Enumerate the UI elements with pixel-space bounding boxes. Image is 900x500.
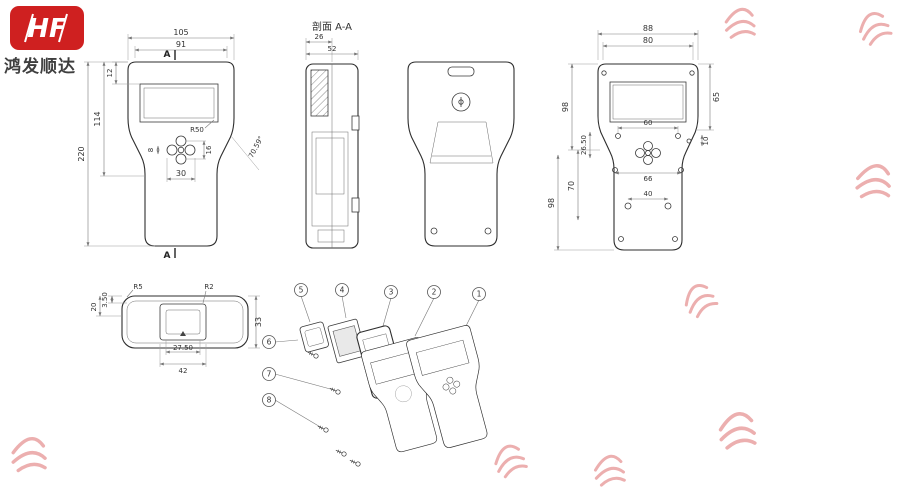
dim-98-upper: 98 <box>561 102 570 112</box>
balloon-1: 1 <box>472 287 486 301</box>
label-r50: R50 <box>190 126 204 134</box>
dim-80: 80 <box>643 36 653 45</box>
balloon-3: 3 <box>384 285 398 299</box>
dim-12: 12 <box>106 69 114 78</box>
section-view: 剖面 A-A 26 52 <box>305 20 360 249</box>
balloon-8: 8 <box>262 393 276 407</box>
dim-91: 91 <box>176 40 186 49</box>
watermark-stamp-icon <box>851 159 899 207</box>
watermark-stamp-icon <box>856 10 894 47</box>
dim-30: 30 <box>176 169 186 178</box>
dim-3-50: 3.50 <box>101 292 109 308</box>
front-screen-inner <box>143 87 215 119</box>
watermark-stamp-icon <box>715 408 762 455</box>
balloon-5: 5 <box>294 283 308 297</box>
bottom-boss <box>159 303 207 341</box>
svg-text:4: 4 <box>340 286 345 295</box>
dim-angle: 70.59° <box>247 135 265 160</box>
dim-88: 88 <box>643 24 653 33</box>
section-marker-top: A <box>164 50 171 60</box>
section-title: 剖面 A-A <box>312 20 352 33</box>
screw-icon <box>348 457 362 468</box>
back-window <box>609 81 687 123</box>
company-name: 鸿发顺达 <box>4 56 76 77</box>
battery-cover <box>429 121 494 164</box>
dim-42: 42 <box>179 367 188 375</box>
balloon-7: 7 <box>262 367 276 381</box>
section-marker-bottom: A <box>164 251 171 261</box>
watermark-stamp-icon <box>680 280 721 321</box>
front-view: R50 105 91 12 114 220 <box>77 28 265 261</box>
back-outline <box>407 61 515 247</box>
front-screen <box>139 83 219 123</box>
svg-text:6: 6 <box>267 338 272 347</box>
dim-26: 26 <box>315 33 324 41</box>
svg-text:2: 2 <box>432 288 437 297</box>
dim-20: 20 <box>90 303 98 312</box>
back-screw-boss <box>451 92 471 112</box>
watermark-stamp-icon <box>492 443 529 480</box>
dim-98-lower: 98 <box>547 198 556 208</box>
section-hatch <box>310 69 329 117</box>
dim-220: 220 <box>77 146 86 161</box>
screw-icon <box>316 423 330 434</box>
balloon-6: 6 <box>262 335 276 349</box>
dim-27-50: 27.50 <box>173 344 193 352</box>
dim-33: 33 <box>254 317 263 327</box>
screw-icon <box>328 385 342 396</box>
dim-60: 60 <box>644 119 653 127</box>
dim-114: 114 <box>93 111 102 126</box>
dim-52: 52 <box>328 45 337 53</box>
part-rear-shell <box>405 324 499 452</box>
dim-16: 16 <box>205 145 213 154</box>
logo-slash-icon <box>24 13 34 43</box>
watermark-stamp-icon <box>7 433 53 479</box>
dim-26-50: 26.50 <box>580 135 588 155</box>
dim-8: 8 <box>147 148 155 152</box>
back-dimension-view: 88 80 98 26.50 70 98 65 10 60 <box>547 24 721 251</box>
back-dpad-holes <box>635 141 661 165</box>
svg-text:7: 7 <box>267 370 272 379</box>
logo: HF 鸿发顺达 <box>4 6 84 77</box>
dim-70: 70 <box>567 181 576 191</box>
dim-40: 40 <box>644 190 653 198</box>
orientation-mark-icon <box>180 331 186 336</box>
dim-10: 10 <box>702 137 710 146</box>
balloon-4: 4 <box>335 283 349 297</box>
label-r2: R2 <box>204 283 213 291</box>
front-dpad <box>166 135 196 165</box>
svg-text:3: 3 <box>389 288 394 297</box>
battery-compartment <box>311 131 349 227</box>
part-gasket <box>299 321 329 353</box>
logo-brand-text: HF <box>27 14 67 44</box>
dim-66: 66 <box>644 175 653 183</box>
dim-105: 105 <box>173 28 188 37</box>
watermark-stamp-icon <box>592 452 629 490</box>
hanging-slot <box>447 66 475 77</box>
bottom-view: 3.50 20 R5 R2 33 27.50 42 <box>90 283 263 375</box>
svg-text:8: 8 <box>267 396 272 405</box>
bottom-outline <box>121 295 249 349</box>
exploded-view: 5 4 3 2 1 6 7 8 <box>262 283 499 468</box>
screw-icon <box>334 447 348 458</box>
watermark-stamp-icon <box>721 4 761 44</box>
svg-text:5: 5 <box>299 286 304 295</box>
logo-slash-icon <box>58 13 68 43</box>
balloon-2: 2 <box>427 285 441 299</box>
svg-text:1: 1 <box>477 290 482 299</box>
back-dim-outline <box>597 63 699 251</box>
dim-65: 65 <box>712 92 721 102</box>
back-view <box>407 61 515 247</box>
label-r5: R5 <box>133 283 142 291</box>
